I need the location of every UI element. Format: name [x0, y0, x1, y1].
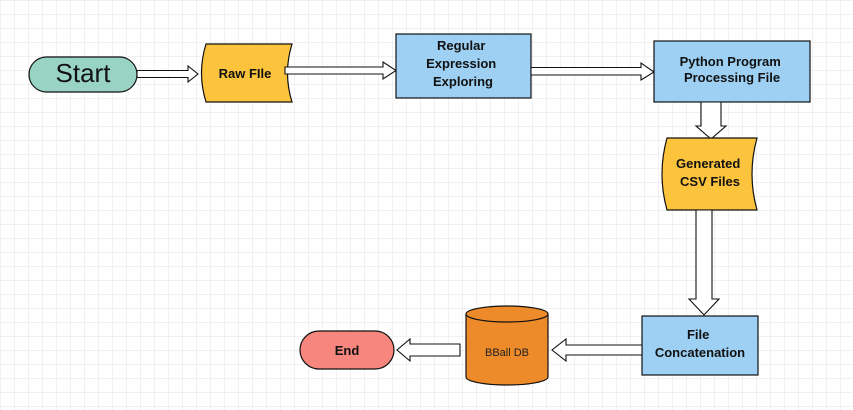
concatenation-label-line-2: Concatenation	[655, 345, 745, 360]
database-label: BBall DB	[485, 347, 529, 359]
arrow-concat-to-db	[551, 337, 643, 363]
arrow-python-to-csv	[694, 101, 728, 140]
concatenation-node[interactable]: File Concatenation	[641, 315, 759, 376]
start-label: Start	[56, 58, 112, 88]
regex-label-line-2: Expression	[426, 56, 496, 71]
csv-files-node[interactable]: Generated CSV Files	[661, 137, 758, 211]
database-node[interactable]: BBall DB	[465, 305, 549, 386]
python-node[interactable]: Python Program Processing File	[653, 40, 811, 103]
csv-files-label: Generated CSV Files	[676, 156, 744, 189]
raw-file-label: Raw FIle	[219, 66, 272, 81]
arrow-start-to-rawfile	[136, 64, 199, 84]
regex-label: Regular Expression Exploring	[426, 38, 500, 89]
python-label-line-2: Processing File	[684, 70, 780, 85]
python-label: Python Program Processing File	[680, 54, 785, 85]
python-label-line-1: Python Program	[680, 54, 781, 69]
regex-node[interactable]: Regular Expression Exploring	[395, 33, 532, 99]
end-node[interactable]: End	[299, 330, 395, 370]
regex-label-line-1: Regular	[437, 38, 485, 53]
end-label: End	[335, 343, 360, 358]
regex-label-line-3: Exploring	[433, 74, 493, 89]
arrow-csv-to-concat	[687, 209, 721, 316]
arrow-regex-to-python	[530, 61, 656, 81]
csv-files-label-line-2: CSV Files	[680, 174, 740, 189]
csv-files-label-line-1: Generated	[676, 156, 740, 171]
concatenation-label-line-1: File	[687, 327, 709, 342]
arrow-rawfile-to-regex	[284, 60, 398, 81]
concatenation-label: File Concatenation	[655, 327, 745, 360]
start-node[interactable]: Start	[28, 56, 138, 93]
raw-file-node[interactable]: Raw FIle	[200, 43, 293, 103]
arrow-db-to-end	[396, 337, 461, 363]
